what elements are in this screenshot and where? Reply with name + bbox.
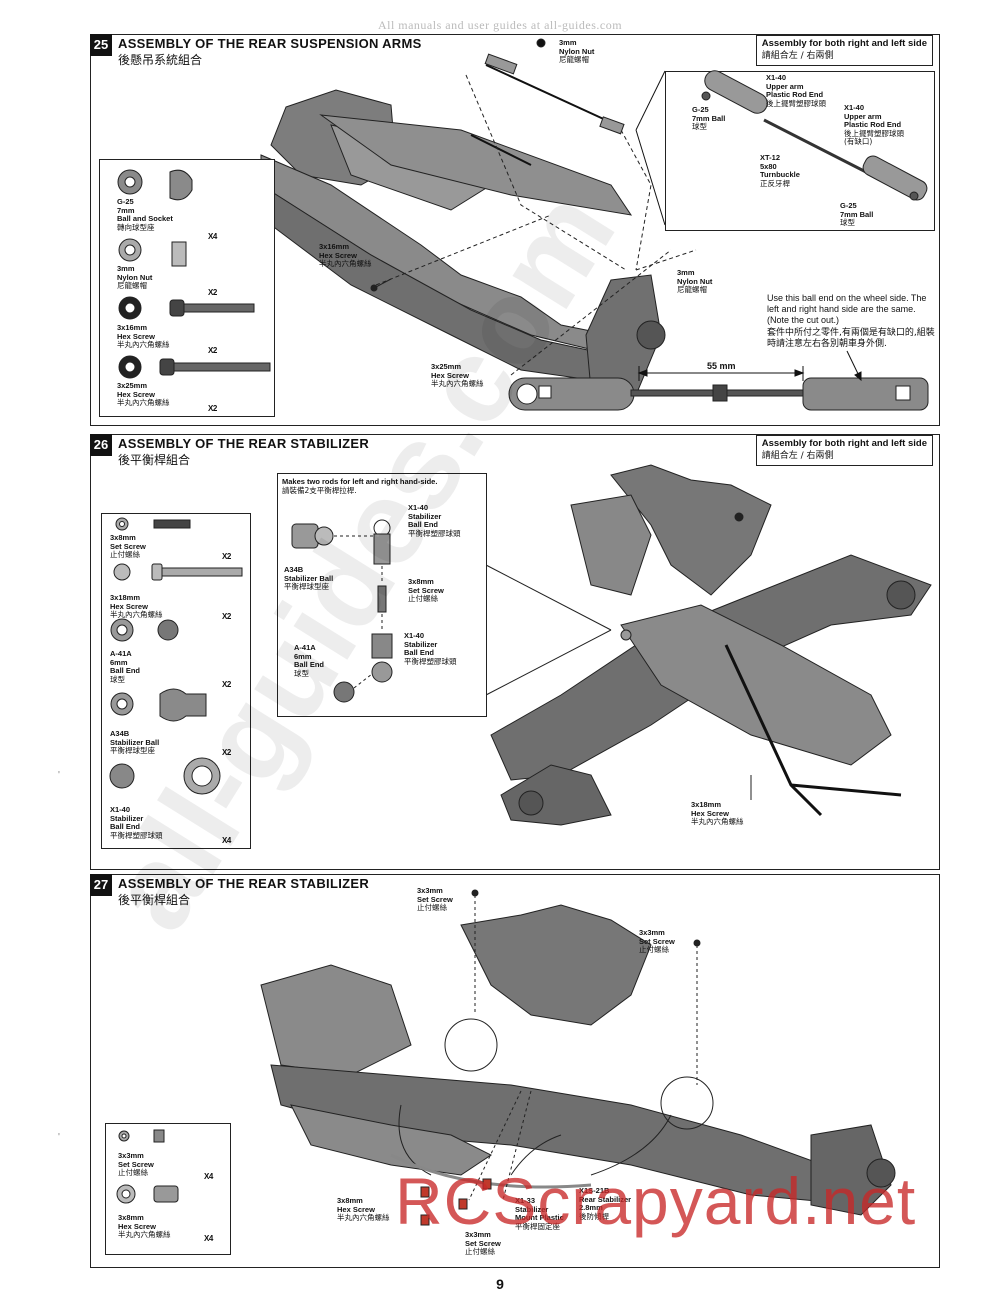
part-qty: X2 — [208, 346, 217, 355]
detail-x1-40-top: X1-40 Stabilizer Ball End 平衡桿塑膠球頭 — [408, 503, 461, 538]
step-title: ASSEMBLY OF THE REAR STABILIZER — [118, 436, 370, 451]
part-label: A-41A 6mm Ball End 球型 — [110, 649, 141, 684]
step-subtitle: 後懸吊系統組合 — [118, 53, 203, 67]
callout-set-screw-bottom: 3x3mm Set Screw 止付螺絲 — [465, 1230, 501, 1256]
part-qty: X4 — [204, 1234, 213, 1243]
callout-set-screw-top: 3x3mm Set Screw 止付螺絲 — [417, 886, 453, 912]
margin-mark: ' — [58, 1132, 60, 1143]
part-qty: X2 — [222, 552, 231, 561]
part-label: X1-40 Stabilizer Ball End 平衡桿塑膠球頭 — [110, 805, 163, 840]
parts-icons — [117, 169, 271, 379]
part-label: 3x16mm Hex Screw 半丸內六角螺絲 — [117, 323, 170, 349]
step-number: 26 — [90, 434, 112, 456]
part-qty: X2 — [222, 612, 231, 621]
step-title: ASSEMBLY OF THE REAR STABILIZER — [118, 876, 370, 891]
both-sides-note: Assembly for both right and left side 請組… — [755, 435, 933, 466]
rear-stabilizer-install-drawing — [260, 889, 896, 1226]
detail-a34b: A34B Stabilizer Ball 平衡桿球型座 — [284, 565, 334, 591]
detail-set-screw: 3x8mm Set Screw 止付螺絲 — [408, 577, 444, 603]
callout-screw-3x25: 3x25mm Hex Screw 半丸內六角螺絲 — [431, 362, 484, 388]
part-label: 3mm Nylon Nut 尼龍螺帽 — [117, 264, 153, 290]
part-qty: X2 — [208, 404, 217, 413]
parts-list: 3x3mm Set Screw 止付螺絲 X4 3x8mm Hex Screw … — [105, 1123, 231, 1255]
step-subtitle: 後平衡桿組合 — [118, 893, 191, 907]
step-number: 25 — [90, 34, 112, 56]
step-subtitle: 後平衡桿組合 — [118, 453, 191, 467]
rear-stabilizer-drawing — [485, 464, 932, 826]
detail-xt-12: XT-12 5x80 Turnbuckle 正反牙桿 — [760, 153, 800, 188]
page-number: 9 — [496, 1276, 504, 1292]
parts-icons — [109, 517, 243, 795]
detail-heading: Makes two rods for left and right hand-s… — [282, 477, 438, 495]
margin-mark: ' — [58, 770, 60, 781]
both-sides-en: Assembly for both right and left side — [761, 38, 927, 49]
both-sides-en: Assembly for both right and left side — [761, 438, 927, 449]
callout-x1s-21b: X1S-21B Rear Stabilizer 2.8mm 後防傾桿 — [579, 1186, 632, 1221]
stabilizer-rod-detail — [291, 519, 393, 703]
callout-screw-3x18: 3x18mm Hex Screw 半丸內六角螺絲 — [691, 800, 744, 826]
wheel-side-note: Use this ball end on the wheel side. The… — [767, 293, 935, 349]
detail-g25-bottom: G-25 7mm Ball 球型 — [840, 201, 874, 227]
callout-screw-3x16: 3x16mm Hex Screw 半丸內六角螺絲 — [319, 242, 372, 268]
both-sides-zh: 請組合左 / 右兩側 — [761, 451, 834, 461]
dimension-label: 55 mm — [707, 361, 736, 371]
part-label: 3x3mm Set Screw 止付螺絲 — [118, 1151, 154, 1177]
callout-nylon-nut-bottom: 3mm Nylon Nut 尼龍螺帽 — [677, 268, 713, 294]
part-label: G-25 7mm Ball and Socket 轉向球型座 — [117, 197, 173, 232]
top-watermark: All manuals and user guides at all-guide… — [377, 18, 623, 32]
part-qty: X2 — [208, 288, 217, 297]
part-qty: X2 — [222, 748, 231, 757]
step-27-section: 27 ASSEMBLY OF THE REAR STABILIZER 後平衡桿組… — [90, 874, 940, 1268]
stabilizer-rod-detail-box: Makes two rods for left and right hand-s… — [277, 473, 487, 717]
rcscrapyard-watermark: RCScrapyard.net — [395, 1164, 917, 1238]
part-qty: X4 — [208, 232, 217, 241]
step-number: 27 — [90, 874, 112, 896]
step-26-section: 26 ASSEMBLY OF THE REAR STABILIZER 後平衡桿組… — [90, 434, 940, 870]
parts-icons — [116, 1129, 179, 1204]
both-sides-note: Assembly for both right and left side 請組… — [755, 35, 933, 66]
callout-x1-33: X1-33 Stabilizer Mount Plastic 平衡桿固定座 — [515, 1196, 564, 1231]
callout-hex-screw-3x8: 3x8mm Hex Screw 半丸內六角螺絲 — [337, 1196, 390, 1222]
detail-g25: G-25 7mm Ball 球型 — [692, 105, 726, 131]
detail-a41a: A-41A 6mm Ball End 球型 — [294, 643, 325, 678]
part-qty: X4 — [222, 836, 231, 845]
step-25-section: 25 ASSEMBLY OF THE REAR SUSPENSION ARMS … — [90, 34, 940, 426]
step-title: ASSEMBLY OF THE REAR SUSPENSION ARMS — [118, 36, 422, 51]
detail-x1-40-right: X1-40 Upper arm Plastic Rod End 後上擺臂塑膠球頭… — [844, 103, 904, 146]
rod-detail-drawing — [701, 70, 928, 201]
parts-list: 3x8mm Set Screw 止付螺絲 X2 3x18mm Hex Screw… — [101, 513, 251, 849]
part-label: 3x8mm Set Screw 止付螺絲 — [110, 533, 146, 559]
part-qty: X4 — [204, 1172, 213, 1181]
detail-x1-40-upper: X1-40 Upper arm Plastic Rod End 後上擺臂塑膠球頭 — [766, 73, 826, 108]
callout-set-screw-right: 3x3mm Set Screw 止付螺絲 — [639, 928, 675, 954]
rear-suspension-arms-drawing — [260, 38, 929, 411]
rod-detail-box: G-25 7mm Ball 球型 X1-40 Upper arm Plastic… — [665, 70, 935, 231]
both-sides-zh: 請組合左 / 右兩側 — [761, 51, 834, 61]
part-label: 3x25mm Hex Screw 半丸內六角螺絲 — [117, 381, 170, 407]
parts-list: G-25 7mm Ball and Socket 轉向球型座 X4 3mm Ny… — [99, 159, 275, 417]
part-label: 3x8mm Hex Screw 半丸內六角螺絲 — [118, 1213, 171, 1239]
detail-x1-40-bottom: X1-40 Stabilizer Ball End 平衡桿塑膠球頭 — [404, 631, 457, 666]
part-label: A34B Stabilizer Ball 平衡桿球型座 — [110, 729, 160, 755]
part-label: 3x18mm Hex Screw 半丸內六角螺絲 — [110, 593, 163, 619]
callout-nylon-nut: 3mm Nylon Nut 尼龍螺帽 — [559, 38, 595, 64]
part-qty: X2 — [222, 680, 231, 689]
